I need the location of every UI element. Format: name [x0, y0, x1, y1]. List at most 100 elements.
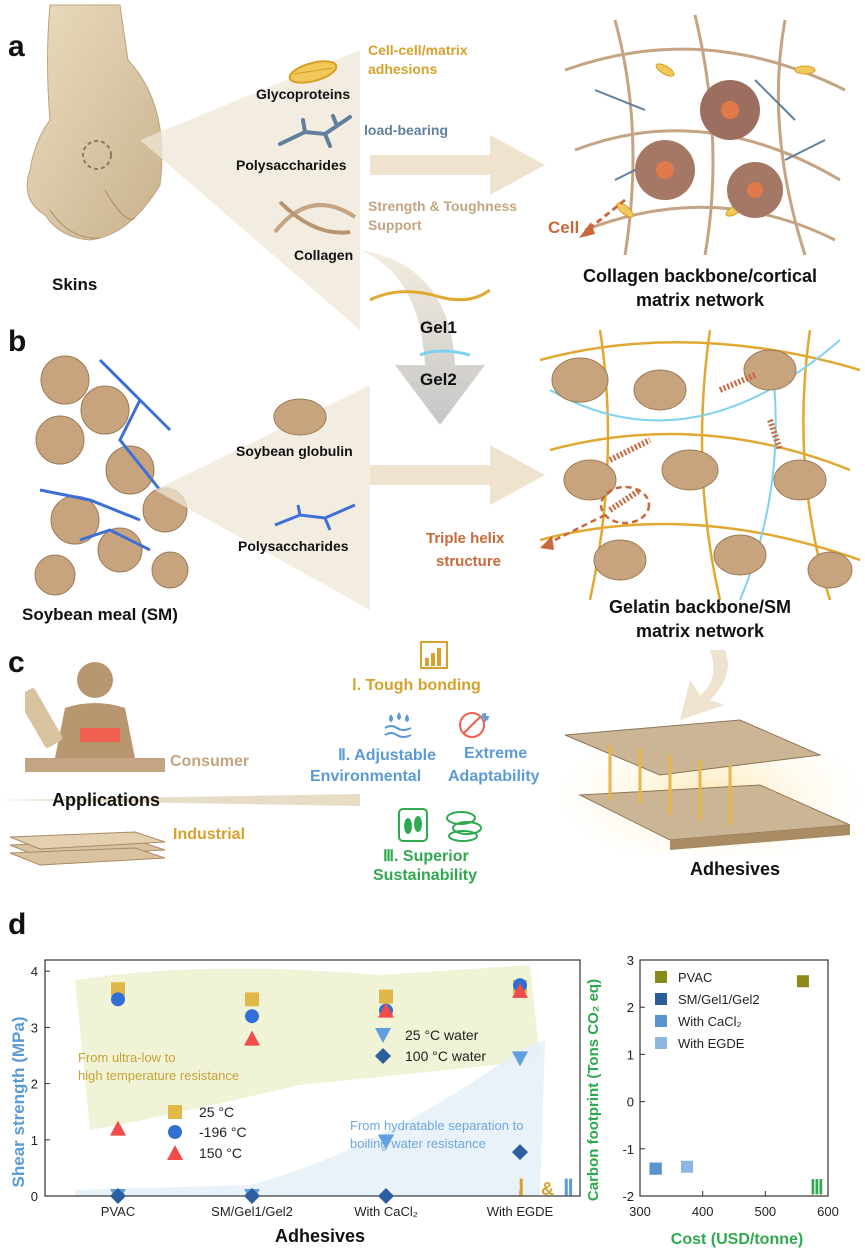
gel2-label: Gel2 [420, 370, 457, 389]
data-point [378, 1002, 394, 1018]
data-point [111, 982, 125, 997]
legend-label: 25 °C water [405, 1027, 479, 1043]
soybean-meal-illustration [34, 355, 189, 596]
data-point [512, 1144, 528, 1161]
soybean-meal-label: Soybean meal (SM) [22, 605, 178, 624]
legend-marker [168, 1105, 182, 1119]
y-tick-label: -1 [622, 1142, 634, 1157]
superior-text-1: Ⅲ. Superior [383, 848, 469, 865]
legend-marker [655, 971, 667, 983]
legend-marker [375, 1048, 391, 1064]
plot-frame-carbon [639, 959, 829, 1197]
data-point [796, 975, 809, 988]
annotation-temperature-2: high temperature resistance [78, 1068, 239, 1083]
roman-one-marker: Ⅰ [518, 1175, 525, 1200]
polysaccharide-blue-icon [274, 503, 356, 531]
strength-text-2: Support [368, 217, 422, 233]
y-axis-title-carbon: Carbon footprint (Tons CO₂ eq) [585, 979, 602, 1201]
polysaccharides-label-b: Polysaccharides [238, 538, 349, 554]
plot-frame-shear [44, 959, 581, 1197]
gel1-label: Gel1 [420, 318, 457, 337]
x-axis-title-cost: Cost (USD/tonne) [671, 1231, 803, 1248]
y-tick-label: 0 [31, 1189, 38, 1204]
legend-label: With CaCl₂ [678, 1014, 742, 1029]
arrow-to-adhesives [680, 650, 728, 720]
applications-label: Applications [52, 790, 161, 810]
legend-label: -196 °C [199, 1124, 247, 1140]
data-point [649, 1162, 662, 1175]
x-axis-title-adhesives: Adhesives [275, 1226, 365, 1246]
data-point [512, 982, 528, 998]
y-tick-label: -2 [622, 1189, 634, 1204]
gelatin-network-title-1: Gelatin backbone/SM [608, 597, 792, 617]
adhesion-text-2: adhesions [368, 61, 438, 77]
extreme-text-2: Adaptability [448, 768, 540, 785]
data-point [378, 1188, 394, 1204]
y-tick-label: 2 [627, 1000, 634, 1015]
x-tick-label: SM/Gel1/Gel2 [211, 1204, 293, 1219]
roman-three-marker: Ⅲ [810, 1177, 824, 1199]
temperature-snowflake-icon [459, 712, 489, 738]
glycoproteins-label: Glycoproteins [256, 86, 351, 102]
legend-marker [168, 1125, 182, 1139]
soybean-globulin-label: Soybean globulin [236, 443, 353, 459]
x-tick-label: 300 [629, 1204, 651, 1219]
arrow-to-network-b [370, 445, 545, 505]
polysaccharide-icon [278, 114, 352, 148]
legend-label: 25 °C [199, 1104, 234, 1120]
gelatin-network-title-2: matrix network [635, 621, 765, 641]
panel-label-a: a [8, 30, 25, 63]
skin-focus-circle [82, 140, 112, 170]
data-point [244, 1188, 260, 1204]
legend-label: PVAC [678, 970, 712, 985]
adhesion-text-1: Cell-cell/matrix [368, 42, 468, 58]
triple-helix-text-1: Triple helix [426, 530, 505, 547]
y-tick-label: 1 [31, 1133, 38, 1148]
legend-marker [655, 993, 667, 1005]
x-tick-label: 500 [754, 1204, 776, 1219]
legend-label: SM/Gel1/Gel2 [678, 992, 760, 1007]
data-point [244, 1030, 260, 1046]
data-point [379, 989, 393, 1004]
consumer-user-icon [25, 662, 165, 772]
skins-label: Skins [52, 275, 98, 294]
data-point [681, 1160, 693, 1173]
legend-marker [167, 1145, 183, 1160]
collagen-label: Collagen [294, 247, 354, 263]
legend-marker [655, 1015, 667, 1027]
coins-icon [446, 811, 482, 842]
legend-label: 100 °C water [405, 1048, 486, 1064]
legend-label: 150 °C [199, 1145, 242, 1161]
x-tick-label: PVAC [101, 1204, 135, 1219]
x-tick-label: 400 [692, 1204, 714, 1219]
industrial-label: Industrial [173, 826, 246, 843]
water-region [75, 1040, 545, 1196]
y-tick-label: 0 [627, 1095, 634, 1110]
y-axis-title-shear: Shear strength (MPa) [9, 1017, 28, 1188]
collagen-network-title-1: Collagen backbone/cortical [582, 266, 818, 286]
applications-arrow [0, 794, 360, 806]
cell-label: Cell [548, 218, 580, 237]
x-tick-label: With CaCl₂ [354, 1204, 418, 1219]
adhesive-layers-illustration [560, 719, 860, 855]
data-point [245, 1009, 259, 1024]
data-point [378, 1134, 394, 1150]
legend-marker [655, 1037, 667, 1049]
annotation-water-1: From hydratable separation to [350, 1118, 523, 1133]
superior-text-2: Sustainability [373, 867, 478, 884]
consumer-label: Consumer [170, 753, 250, 770]
extreme-text-1: Extreme [464, 745, 528, 762]
glycoprotein-icon [288, 60, 338, 84]
collagen-network-illustration [564, 14, 846, 256]
industrial-boards-icon [9, 831, 165, 866]
y-tick-label: 3 [31, 1020, 38, 1035]
y-tick-label: 3 [627, 953, 634, 968]
triple-helix-text-2: structure [436, 553, 502, 570]
ampersand-marker: & [541, 1179, 554, 1199]
y-tick-label: 4 [31, 964, 38, 979]
x-tick-label: With EGDE [487, 1204, 554, 1219]
data-point [512, 1051, 528, 1067]
y-tick-label: 1 [627, 1047, 634, 1062]
annotation-water-2: boiling water resistance [350, 1136, 486, 1151]
